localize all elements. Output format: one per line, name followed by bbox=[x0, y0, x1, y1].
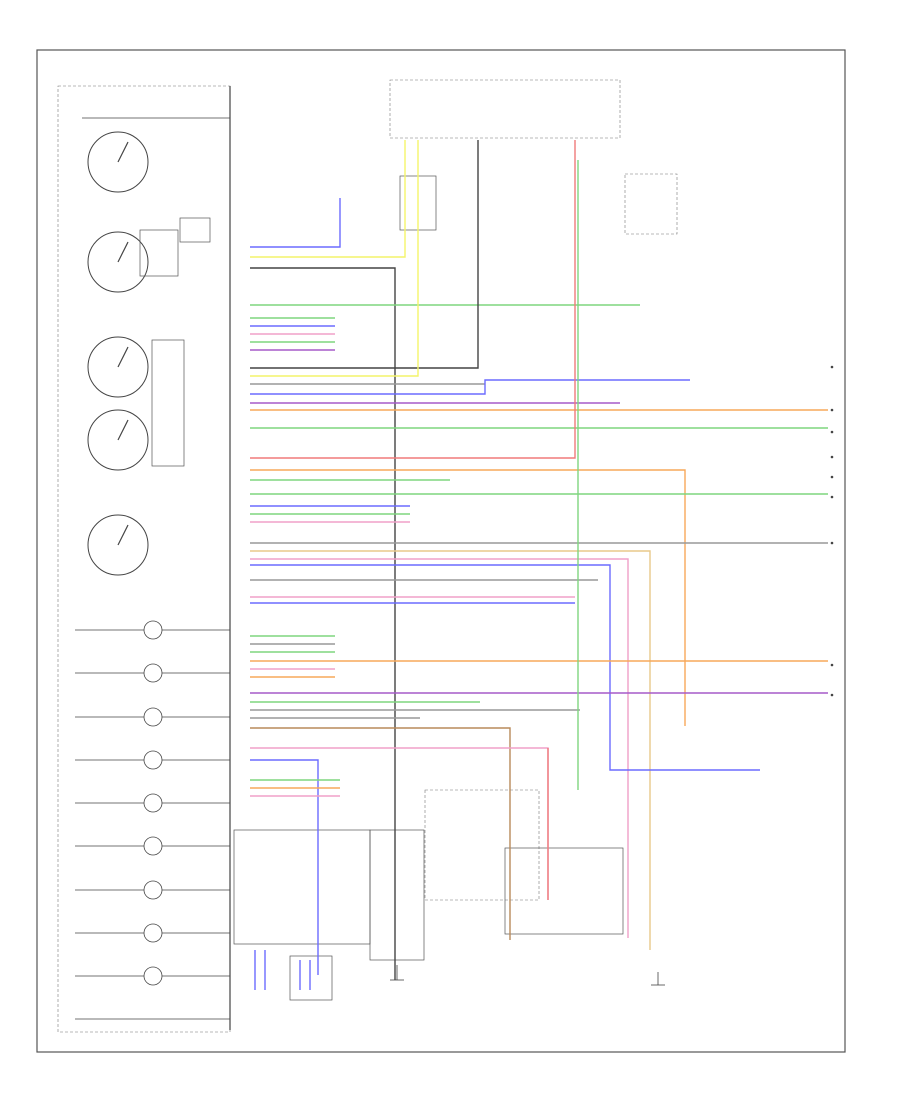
indicator-lamps bbox=[75, 620, 230, 1020]
gauge-tachometer bbox=[87, 409, 149, 471]
wire-black-2 bbox=[250, 267, 396, 980]
wire-blue-42 bbox=[250, 759, 319, 975]
right-edge-connectors bbox=[830, 365, 834, 697]
wire-yellow-1 bbox=[250, 140, 406, 258]
cruise-control-module bbox=[233, 829, 371, 945]
gauge-driver-module-2 bbox=[151, 339, 185, 467]
gauge-resistor-block bbox=[179, 217, 211, 243]
wire-pink-41 bbox=[250, 747, 549, 900]
keyless-module-box bbox=[624, 173, 678, 235]
gauge-speedometer bbox=[87, 336, 149, 398]
underdash-fuse-box bbox=[389, 79, 621, 139]
ground-symbols bbox=[390, 965, 665, 986]
wire-tan-24 bbox=[250, 550, 651, 950]
wire-blue-12 bbox=[250, 379, 690, 395]
wire-pink-25 bbox=[250, 558, 629, 938]
wire-blue-26 bbox=[250, 564, 760, 771]
wire-black-9 bbox=[250, 140, 479, 369]
transmission-control-module bbox=[504, 847, 624, 935]
wire-red-16 bbox=[250, 140, 576, 459]
gauge-oil-pressure bbox=[87, 231, 149, 293]
wire-brown-40 bbox=[250, 727, 511, 940]
gauge-boost bbox=[87, 131, 149, 193]
gauge-driver-module-1 bbox=[139, 229, 179, 277]
wire-blue-0 bbox=[250, 198, 341, 248]
wire-orange-17 bbox=[250, 469, 686, 726]
gauge-fuel bbox=[87, 514, 149, 576]
shift-lock-module bbox=[424, 789, 540, 901]
dimmer-relay bbox=[369, 829, 425, 961]
vehicle-speed-sensor-box bbox=[289, 955, 333, 1001]
harness-wires bbox=[250, 140, 828, 990]
wire-yellow-10 bbox=[250, 140, 419, 377]
diagram-frame bbox=[36, 49, 846, 1053]
